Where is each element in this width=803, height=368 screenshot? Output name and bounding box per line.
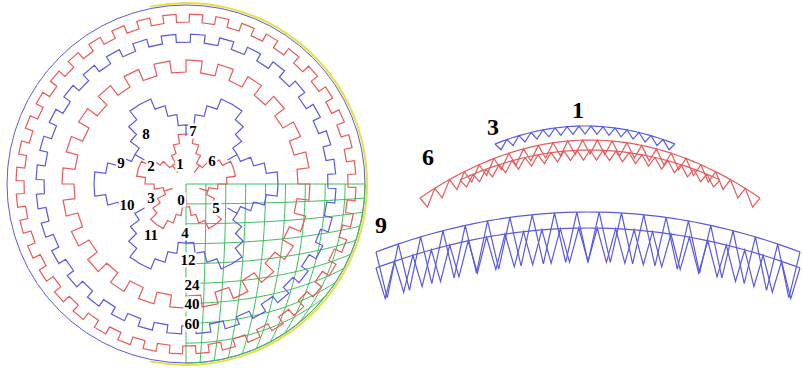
grid-line <box>186 184 365 185</box>
dome-band <box>376 212 800 298</box>
cell-number: 2 <box>146 159 156 174</box>
cell-number: 5 <box>211 201 221 216</box>
cell-number: 6 <box>207 154 217 169</box>
dome-band <box>460 150 720 187</box>
cell-number: 1 <box>175 157 185 172</box>
cell-number: 12 <box>180 253 197 268</box>
zigzag-ring <box>16 14 356 354</box>
cell-number: 0 <box>176 193 186 208</box>
cell-number: 9 <box>116 156 126 171</box>
dome-band <box>420 140 760 207</box>
zigzag-ring <box>62 60 310 308</box>
level-number: 3 <box>486 115 500 139</box>
cell-number: 40 <box>184 297 201 312</box>
grid-line <box>186 311 313 363</box>
grid-line <box>313 184 365 311</box>
grid-line <box>200 184 206 362</box>
cell-number: 60 <box>184 317 201 332</box>
cell-number: 4 <box>180 226 190 241</box>
cell-number: 7 <box>188 124 198 139</box>
grid-line <box>186 184 187 363</box>
cell-number: 3 <box>146 191 156 206</box>
star-cell <box>137 134 236 229</box>
grid-line <box>270 184 305 342</box>
grid-line <box>256 184 285 349</box>
cell-number: 11 <box>143 228 159 243</box>
level-number: 1 <box>571 98 585 122</box>
dome-arc <box>495 126 675 144</box>
dome-arc <box>376 228 800 268</box>
dome-arc <box>460 150 720 180</box>
grid-line <box>186 297 325 344</box>
dome-band <box>376 228 800 299</box>
dome-band <box>495 126 675 150</box>
level-number: 6 <box>421 145 435 169</box>
dome-arc <box>420 140 760 198</box>
level-number: 9 <box>374 213 388 237</box>
star-cell <box>94 99 278 269</box>
grid-line <box>186 226 360 243</box>
dome-arc <box>376 212 800 252</box>
grid-line <box>242 184 265 354</box>
cell-number: 10 <box>119 198 136 213</box>
grid-line <box>299 184 346 323</box>
sphere-outline <box>7 5 365 363</box>
cell-number: 8 <box>141 127 151 142</box>
grid-line <box>186 254 351 283</box>
cell-number: 24 <box>184 278 201 293</box>
grid-line <box>186 240 356 263</box>
zigzag-ring <box>36 34 336 334</box>
